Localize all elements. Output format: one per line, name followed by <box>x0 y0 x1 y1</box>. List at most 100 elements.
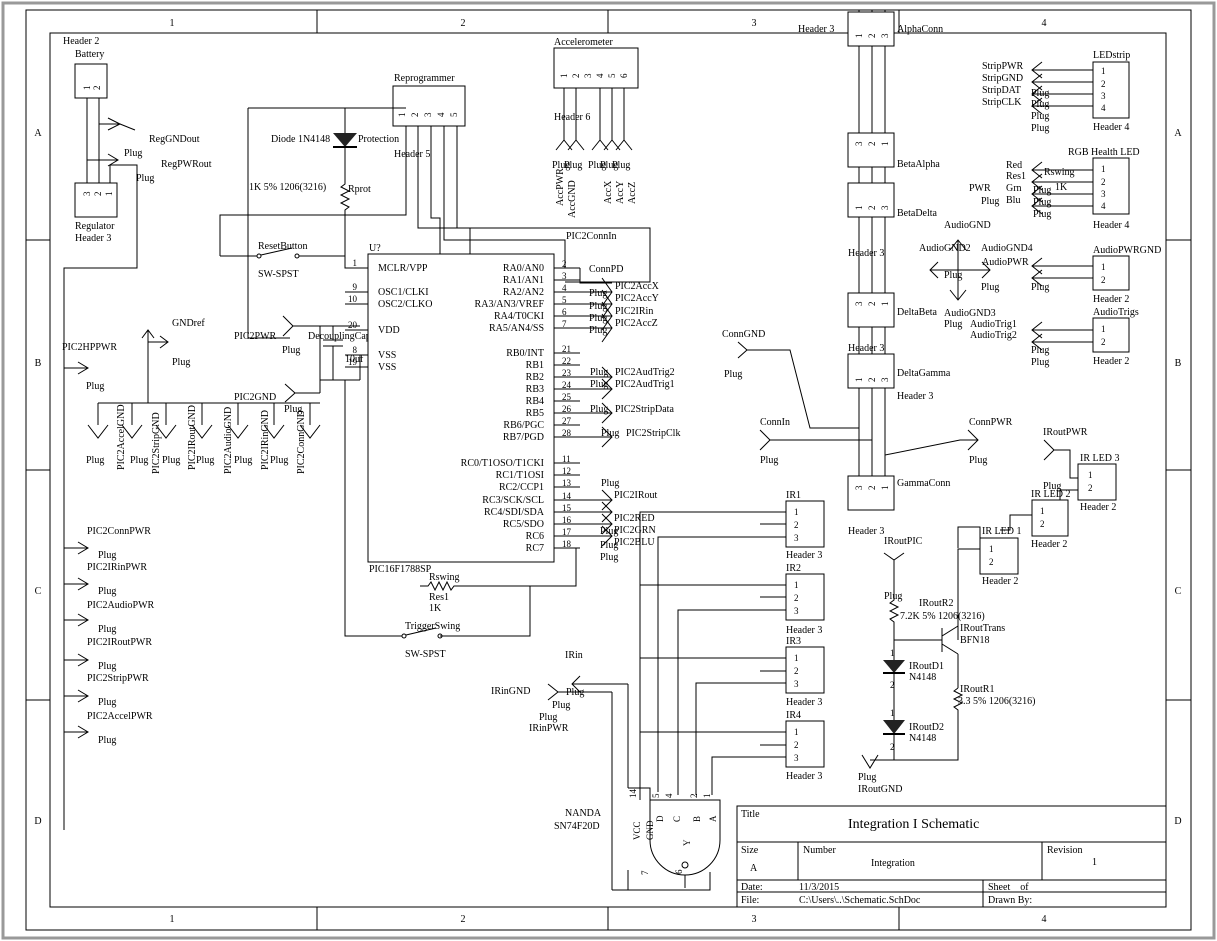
diode-protection[interactable]: Diode 1N4148 Protection <box>271 108 399 180</box>
reprog-pin-2: 2 <box>410 113 420 118</box>
revision-value: 1 <box>1092 857 1097 868</box>
net-pic2iringnd: PIC2IRinGND <box>260 410 271 470</box>
iroutd2-label: IRoutD2 <box>909 722 944 733</box>
reset-button[interactable]: ResetButton SW-SPST <box>256 241 307 280</box>
zone-dividers <box>26 10 1191 930</box>
battery-header-type: Header 2 <box>63 36 99 47</box>
pin-label: 2 <box>867 302 877 307</box>
net-connpwr: ConnPWR <box>969 417 1013 428</box>
battery-header[interactable]: Header 2 Battery 1 2 <box>63 36 108 99</box>
diode-iroutd1[interactable]: IRoutD1 N4148 1 2 <box>883 648 944 690</box>
date-label: Date: <box>741 882 763 893</box>
plug-label: Plug <box>944 319 962 330</box>
gammaconn[interactable]: GammaConn Header 3 3 2 1 <box>847 475 950 537</box>
pin-label: 4 <box>1101 201 1106 211</box>
net-pic2conngnd: PIC2ConnGND <box>296 410 307 474</box>
mcu-pin-number: 14 <box>562 491 572 501</box>
diode-iroutd2[interactable]: IRoutD2 N4148 1 2 <box>883 708 944 752</box>
plug-label: Plug <box>1043 481 1061 492</box>
reprogrammer-wires <box>219 107 651 339</box>
port-c-wires <box>440 489 613 637</box>
plug-label: Plug <box>98 586 116 597</box>
resistor-rswing[interactable]: Rswing Res1 1K <box>420 572 530 614</box>
plug-label: Plug <box>600 526 618 537</box>
reset-type: SW-SPST <box>258 269 299 280</box>
alphaconn[interactable]: Header 3 AlphaConn 1 2 3 <box>798 11 943 47</box>
rgb-wires <box>1031 161 1093 215</box>
audio-labels: AudioGND AudioGND2 AudioGND4 AudioPWR Pl… <box>919 220 1049 368</box>
iroutr2-label: IRoutR2 <box>919 598 953 609</box>
net-pic2strippwr: PIC2StripPWR <box>87 673 149 684</box>
nand-pinnum-2: 2 <box>689 794 699 799</box>
net-pic2irinpwr: PIC2IRinPWR <box>87 562 147 573</box>
regulator-header[interactable]: 3 2 1 Regulator Header 3 <box>74 182 118 244</box>
file-label: File: <box>741 895 759 906</box>
ir2-header[interactable]: IR2 1 2 3 Header 3 <box>785 563 825 636</box>
ledstrip-header[interactable]: LEDstrip 1 2 3 4 Header 4 <box>1092 50 1130 133</box>
pic2-gnd-bus-wires <box>87 383 321 439</box>
battery-wires <box>86 98 136 183</box>
ir4-header-type: Header 3 <box>786 771 822 782</box>
audiotrigs-label: AudioTrigs <box>1093 307 1139 318</box>
net-pic2hppwr: PIC2HPPWR <box>62 342 117 353</box>
net-iroutpwr: IRoutPWR <box>1043 427 1088 438</box>
nand-pinnum-4: 4 <box>664 793 674 798</box>
net-audiognd4: AudioGND4 <box>981 243 1033 254</box>
nand-gate[interactable]: NANDA SN74F20D D C B A Y VCC GND 14 7 5 … <box>554 789 721 889</box>
resistor-rprot[interactable]: 1K 5% 1206(3216) Rprot <box>249 180 371 268</box>
deltabeta[interactable]: DeltaBeta Header 3 3 2 1 <box>847 292 938 354</box>
betadelta[interactable]: BetaDelta Header 3 1 2 3 <box>847 182 938 259</box>
pin-label: 2 <box>794 666 799 676</box>
ir-led-1-header[interactable]: IR LED 1 1 2 Header 2 <box>979 526 1021 587</box>
betaalpha[interactable]: BetaAlpha 3 2 1 <box>847 132 940 170</box>
decoupling-cap-label: DecouplingCap <box>308 331 371 342</box>
plug-label: Plug <box>98 735 116 746</box>
reprog-pin-4: 4 <box>436 112 446 117</box>
deltagamma[interactable]: DeltaGamma Header 3 1 2 3 <box>847 353 951 402</box>
mcu-pin-number: 25 <box>562 392 572 402</box>
pin-label: 2 <box>1101 79 1106 89</box>
ir-led-2-header[interactable]: IR LED 2 1 2 Header 2 <box>1031 489 1070 550</box>
mcu-pin-number: 13 <box>562 478 572 488</box>
audio-trigs-header[interactable]: AudioTrigs 1 2 Header 2 <box>1092 307 1139 367</box>
net-pic2accelpwr: PIC2AccelPWR <box>87 711 153 722</box>
plug-label: Plug <box>1033 197 1051 208</box>
net-connin: ConnIn <box>760 417 790 428</box>
rgb-led-header[interactable]: RGB Health LED 1 2 3 4 Header 4 <box>1068 147 1140 231</box>
gammaconn-label: GammaConn <box>897 478 950 489</box>
irled2-header-type: Header 2 <box>1031 539 1067 550</box>
trigger-label: TriggerSwing <box>405 621 460 632</box>
zone-row-c-left: C <box>35 586 42 597</box>
accelerometer-header[interactable]: Accelerometer 1 2 3 4 5 6 Header 6 <box>553 37 639 123</box>
ir-wires <box>639 511 786 795</box>
ir1-header[interactable]: IR1 1 2 3 Header 3 <box>785 490 825 561</box>
ledstrip-header-type: Header 4 <box>1093 122 1129 133</box>
pin-label: 1 <box>989 544 994 554</box>
pin-label: 1 <box>1101 66 1106 76</box>
ir3-header-type: Header 3 <box>786 697 822 708</box>
mcu-pin-name: RA2/AN2 <box>503 287 544 298</box>
reprogrammer-header[interactable]: Reprogrammer 1 2 3 4 5 Header 5 <box>392 73 466 160</box>
plug-label: Plug <box>590 379 608 390</box>
net-stripgnd: StripGND <box>982 73 1023 84</box>
ir-led-3-header[interactable]: IR LED 3 1 2 Header 2 <box>1077 453 1119 513</box>
zone-row-a-left: A <box>34 128 42 139</box>
accel-bus-labels: Plug Plug Plug Plug Plug AccPWR AccGND A… <box>552 160 638 218</box>
net-gndref: GNDref <box>172 318 205 329</box>
mcu-pin-name: RA1/AN1 <box>503 275 544 286</box>
net-connpd: ConnPD <box>589 264 623 275</box>
pic2pwr-wires <box>282 315 361 393</box>
plug-label: Plug <box>552 160 570 171</box>
pin-label: 2 <box>867 206 877 211</box>
audio-pwr-gnd-header[interactable]: AudioPWRGND 1 2 Header 2 <box>1092 245 1161 305</box>
ir4-header[interactable]: IR4 1 2 3 Header 3 <box>785 710 825 782</box>
ir3-header[interactable]: IR3 1 2 3 Header 3 <box>785 636 825 708</box>
mcu-pin-number: 8 <box>353 345 358 355</box>
audio-wires <box>929 239 1093 351</box>
trigger-swing[interactable]: TriggerSwing SW-SPST <box>401 621 460 660</box>
net-pic2irout: PIC2IRout <box>614 490 658 501</box>
rgb-led-label: RGB Health LED <box>1068 147 1140 158</box>
ir1-label: IR1 <box>786 490 801 501</box>
